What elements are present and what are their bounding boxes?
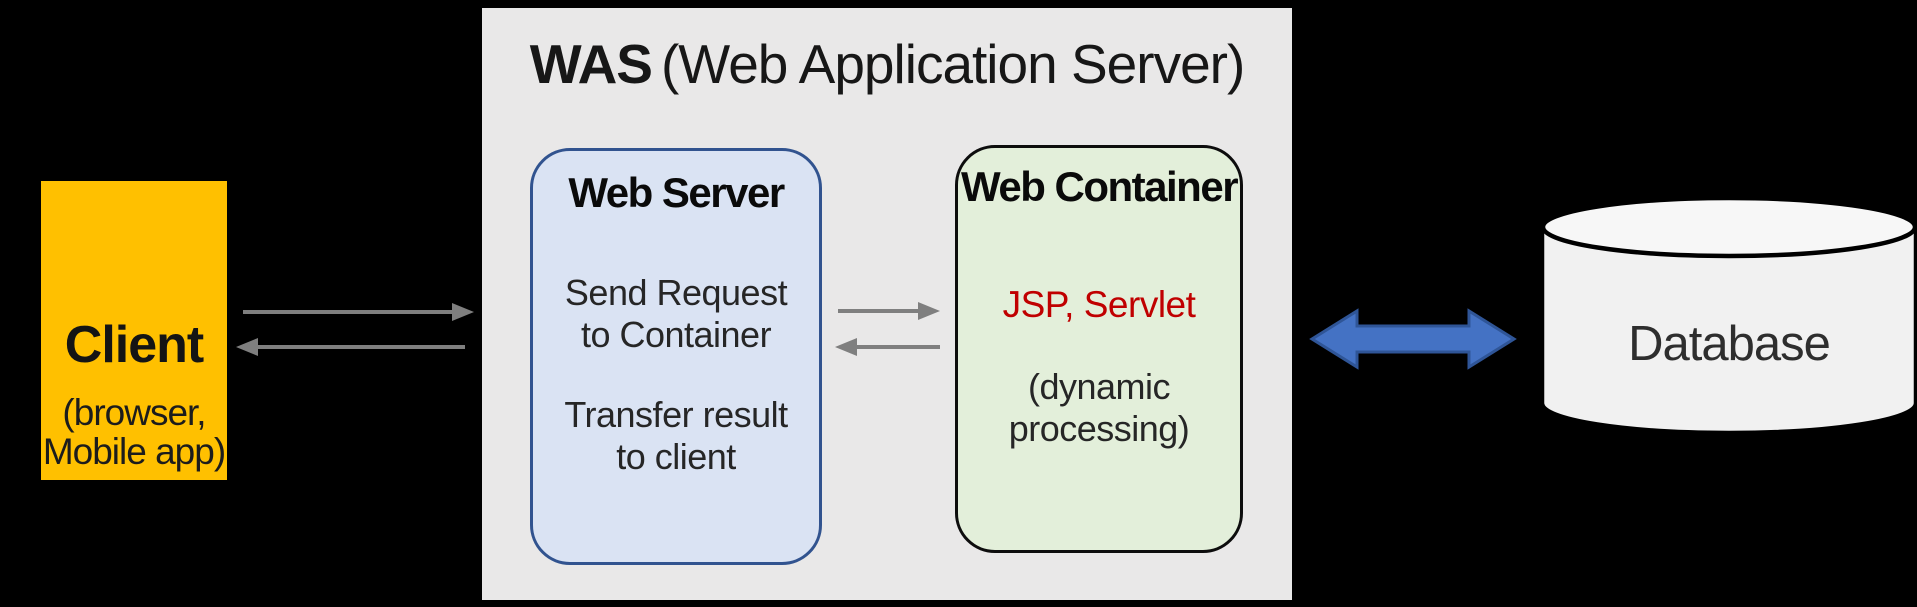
web-container-box: Web Container JSP, Servlet (dynamic proc… — [955, 145, 1243, 553]
web-container-jsp-servlet: JSP, Servlet — [1002, 284, 1196, 325]
client-subtitle-line1: (browser, — [62, 392, 206, 433]
client-subtitle-line2: Mobile app) — [42, 431, 226, 472]
client-to-was-arrow-icon — [243, 303, 474, 321]
web-server-text-transfer-line2: to client — [616, 436, 736, 477]
web-server-box: Web Server Send Request to Container Tra… — [530, 148, 822, 565]
client-title: Client — [64, 316, 204, 374]
was-database-double-arrow-icon — [1309, 308, 1517, 370]
web-server-title: Web Server — [568, 169, 785, 216]
web-container-dynamic-line2: processing) — [1008, 408, 1190, 449]
database-cylinder-icon — [1540, 195, 1917, 434]
was-title: WAS(Web Application Server) — [482, 33, 1292, 95]
web-container-dynamic-text: (dynamic processing) — [948, 366, 1250, 450]
web-server-text-transfer-line1: Transfer result — [564, 394, 788, 435]
client-box: Client (browser, Mobile app) — [41, 181, 227, 480]
was-title-expansion: (Web Application Server) — [660, 33, 1245, 95]
web-server-text-transfer: Transfer result to client — [523, 394, 829, 478]
was-title-acronym: WAS — [529, 33, 653, 95]
web-server-text-request: Send Request to Container — [523, 272, 829, 356]
database-label: Database — [1628, 317, 1831, 371]
web-server-text-request-line1: Send Request — [564, 272, 788, 313]
was-box: WAS(Web Application Server) Web Server S… — [482, 8, 1292, 600]
web-container-title: Web Container — [960, 163, 1239, 210]
was-to-client-arrow-icon — [236, 338, 465, 356]
web-server-text-request-line2: to Container — [580, 314, 772, 355]
web-container-dynamic-line1: (dynamic — [1027, 366, 1171, 407]
client-subtitle: (browser, Mobile app) — [27, 393, 241, 471]
